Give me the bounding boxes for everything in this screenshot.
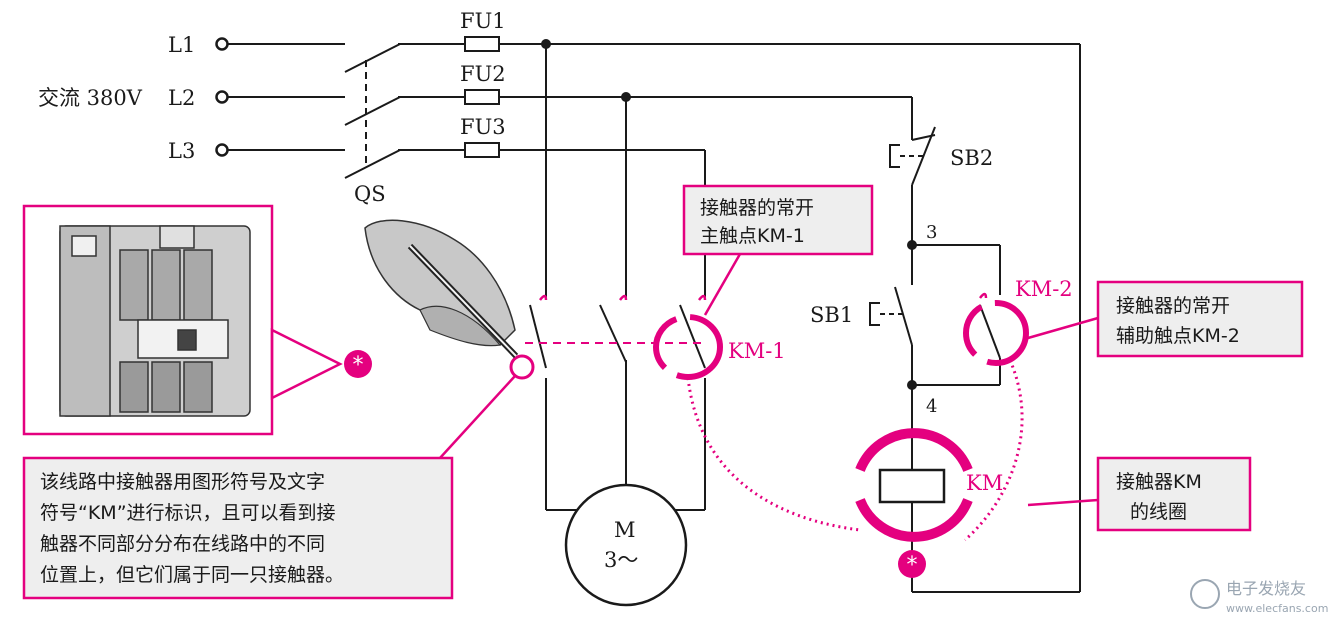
terminal-L3 <box>215 143 229 157</box>
label-SB2: SB2 <box>950 146 993 170</box>
asterisk-bottom-text: * <box>907 553 918 578</box>
asterisk-left-text: * <box>353 353 364 378</box>
motor-symbol <box>564 483 688 607</box>
watermark-logo-icon <box>1190 579 1220 609</box>
callout-aux-contact-leader <box>1027 316 1099 340</box>
label-L3: L3 <box>168 139 195 163</box>
label-node4: 4 <box>926 396 937 417</box>
callout-main-contact <box>682 184 874 256</box>
label-L2: L2 <box>168 86 195 110</box>
callout-coil <box>1096 456 1252 532</box>
km2-highlight <box>963 300 1029 366</box>
contact-hooks <box>539 294 707 301</box>
callout-coil-line2: 的线圈 <box>1130 501 1187 523</box>
fuse-FU1 <box>464 36 500 52</box>
callout-explanation <box>22 456 454 600</box>
relation-lines <box>686 359 1024 542</box>
callout-main-contact-leader <box>703 253 742 316</box>
callout-explanation-leader <box>439 375 516 459</box>
label-KM1: KM-1 <box>728 339 786 363</box>
coil-highlight-bottom <box>855 498 973 542</box>
label-KM2: KM-2 <box>1015 277 1073 301</box>
callout-aux-contact-line1: 接触器的常开 <box>1116 295 1230 317</box>
pencil-target-ring <box>509 354 535 380</box>
label-QS: QS <box>354 182 386 206</box>
sb2-button <box>889 144 900 168</box>
motor-label-phase: 3～ <box>604 548 638 572</box>
asterisk-marker-bottom <box>898 550 926 578</box>
label-supply: 交流 380V <box>38 86 143 110</box>
asterisk-marker-left <box>344 350 372 378</box>
sb1-button <box>869 302 880 326</box>
callout-main-contact-line1: 接触器的常开 <box>700 197 814 219</box>
photo-pointer <box>270 327 343 401</box>
callout-main-contact-line2: 主触点KM-1 <box>700 225 805 247</box>
node-3-dot <box>907 240 917 250</box>
control-wires <box>894 126 1080 593</box>
callout-aux-contact <box>1096 280 1304 358</box>
label-L1: L1 <box>168 33 195 57</box>
coil-KM <box>878 468 946 504</box>
explanation-line1: 该线路中接触器用图形符号及文字 <box>40 471 325 493</box>
watermark: 电子发烧友 www.elecfans.com <box>1190 579 1328 615</box>
motor-wires <box>529 44 706 511</box>
terminal-L1 <box>215 37 229 51</box>
label-FU1: FU1 <box>460 9 506 33</box>
fuse-FU3 <box>464 142 500 158</box>
coil-highlight-top <box>855 428 973 472</box>
contactor-illustration <box>59 225 251 417</box>
node-4-dot <box>907 380 917 390</box>
km1-highlight <box>653 314 723 380</box>
label-FU3: FU3 <box>460 115 506 139</box>
explanation-line4: 位置上，但它们属于同一只接触器。 <box>40 564 344 586</box>
fuse-FU2 <box>464 89 500 105</box>
motor-label-M: M <box>614 518 636 542</box>
label-node3: 3 <box>926 222 937 243</box>
watermark-name: 电子发烧友 <box>1226 579 1306 598</box>
terminal-L2 <box>215 90 229 104</box>
watermark-url: www.elecfans.com <box>1226 602 1328 615</box>
explanation-line2: 符号“KM”进行标识，且可以看到接 <box>40 502 336 524</box>
hand-pencil-illustration <box>364 219 519 359</box>
label-SB1: SB1 <box>810 303 853 327</box>
explanation-line3: 触器不同部分分布在线路中的不同 <box>40 533 325 555</box>
callout-aux-contact-line2: 辅助触点KM-2 <box>1116 325 1240 347</box>
label-KM: KM <box>966 471 1003 495</box>
callout-coil-leader <box>1027 498 1099 507</box>
callout-coil-line1: 接触器KM <box>1116 471 1202 493</box>
label-FU2: FU2 <box>460 62 506 86</box>
